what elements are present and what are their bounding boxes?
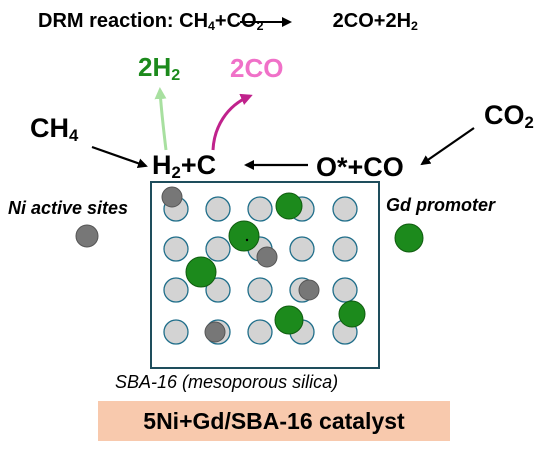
pore	[247, 277, 273, 303]
gd-promoter-label: Gd promoter	[386, 195, 496, 215]
pore	[247, 196, 273, 222]
ni-particle	[256, 246, 278, 268]
catalyst-name-box: 5Ni+Gd/SBA-16 catalyst	[98, 401, 450, 441]
pore	[332, 236, 358, 262]
ni-particle	[298, 279, 320, 301]
gd-particle	[274, 305, 304, 335]
h2-release-arrow	[154, 87, 168, 151]
pore	[332, 196, 358, 222]
species-co2: CO2	[484, 100, 534, 133]
ch4-arrow	[91, 145, 148, 169]
gd-particle	[185, 256, 217, 288]
catalyst-name: 5Ni+Gd/SBA-16 catalyst	[143, 407, 405, 434]
ni-particle	[204, 321, 226, 343]
ni-particle	[161, 186, 183, 208]
pore	[205, 236, 231, 262]
product-h2: 2H2	[138, 52, 181, 85]
pore	[205, 196, 231, 222]
pore	[289, 236, 315, 262]
pore	[332, 277, 358, 303]
reaction-equation: DRM reaction: CH4+CO2 2CO+2H2	[38, 10, 418, 34]
gd-particle-legend	[394, 223, 424, 253]
pore	[247, 319, 273, 345]
ni-dot-on-gd	[245, 238, 249, 242]
product-co: 2CO	[230, 53, 284, 83]
co-release-arrow	[211, 93, 253, 151]
equation-products: 2CO+2H	[332, 10, 412, 32]
gd-particle	[275, 192, 303, 220]
gd-particles	[185, 192, 424, 335]
ni-particle-legend	[75, 224, 99, 248]
gd-particle	[338, 300, 366, 328]
ni-particles	[75, 186, 320, 343]
pore	[163, 277, 189, 303]
pore	[205, 277, 231, 303]
co2-arrow	[420, 127, 475, 166]
species-o-co: O*+CO	[316, 152, 404, 182]
ni-sites-label: Ni active sites	[8, 198, 129, 218]
species-h2-c: H2+C	[152, 150, 217, 183]
pore	[163, 319, 189, 345]
species-ch4: CH4	[30, 113, 79, 146]
gd-particle	[228, 220, 260, 252]
pore	[163, 236, 189, 262]
support-label: SBA-16 (mesoporous silica)	[115, 372, 339, 392]
equation-reactants: DRM reaction: CH	[38, 10, 209, 32]
